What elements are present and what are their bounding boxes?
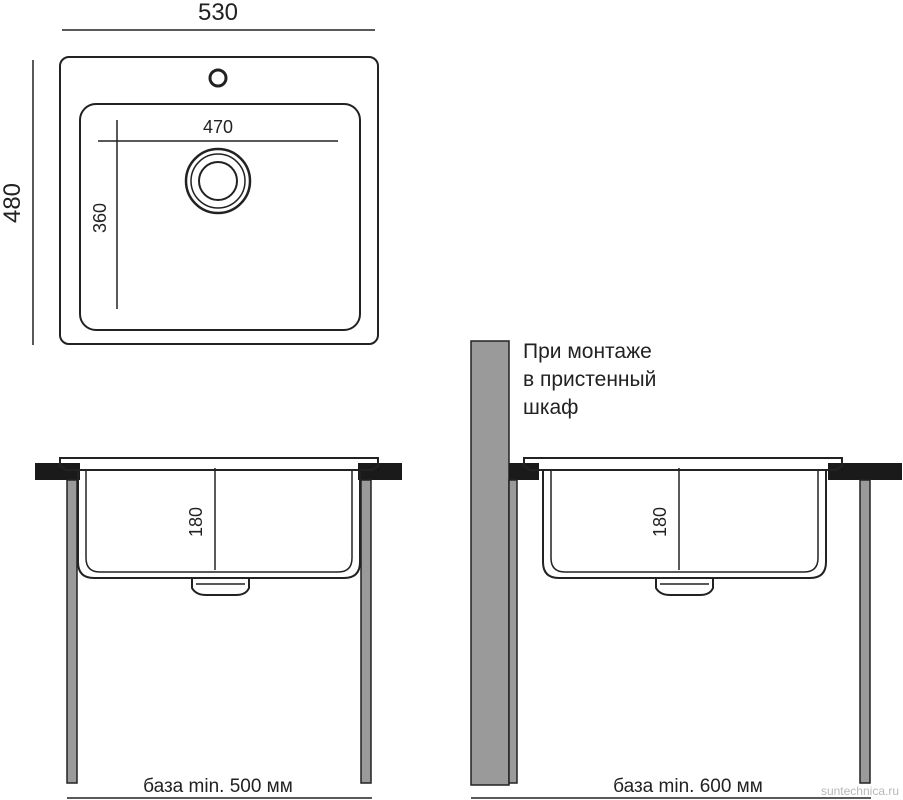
note-line-2: в пристенный — [523, 368, 656, 391]
sink-flange-right-view — [523, 457, 843, 471]
countertop-right-right-view — [828, 463, 902, 480]
inner-height-label: 360 — [90, 203, 110, 233]
sink-flange — [59, 457, 379, 471]
countertop-left — [35, 463, 80, 480]
cabinet-wall-right-right-view — [859, 479, 871, 784]
cabinet-wall-left — [66, 479, 78, 784]
bowl-inner-wall — [85, 470, 353, 573]
note-line-3: шкаф — [523, 396, 578, 419]
countertop-left-right-view — [509, 463, 539, 480]
watermark-text: suntechnica.ru — [821, 784, 899, 798]
base-width-label-right: база min. 600 мм — [613, 776, 763, 797]
bowl-depth-label-right-view: 180 — [650, 507, 670, 537]
drain-outer-ring — [184, 147, 252, 215]
cabinet-wall-right — [360, 479, 372, 784]
side-view-left: 180 база min. 500 мм — [35, 457, 402, 799]
countertop-right — [358, 463, 402, 480]
inner-width-label: 470 — [203, 117, 233, 137]
bowl-depth-label: 180 — [186, 507, 206, 537]
drain-middle-ring — [190, 153, 246, 209]
note-line-1: При монтаже — [523, 340, 652, 363]
outer-width-label: 530 — [198, 0, 238, 26]
drain-fitting — [191, 578, 250, 596]
sink-outer-rim — [59, 56, 379, 345]
sink-bowl-outline — [79, 103, 361, 331]
outer-height-label: 480 — [0, 183, 26, 223]
back-wall — [470, 340, 510, 786]
bowl-outer-wall — [77, 470, 361, 579]
cabinet-wall-left-right-view — [508, 479, 518, 784]
bowl-inner-wall-right-view — [550, 470, 819, 573]
faucet-hole — [208, 68, 228, 88]
drain-inner-ring — [198, 161, 238, 201]
bowl-outer-wall-right-view — [542, 470, 827, 579]
drain-fitting-right-view — [655, 578, 714, 596]
side-view-right: При монтаже в пристенный шкаф 180 база m… — [470, 340, 902, 799]
top-view: 530 480 470 360 — [0, 0, 379, 345]
base-width-label-left: база min. 500 мм — [143, 776, 293, 797]
